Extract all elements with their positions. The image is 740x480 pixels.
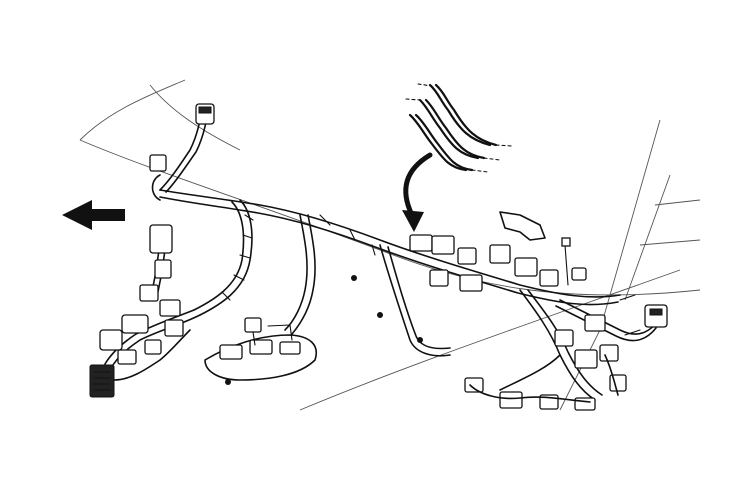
- connector: [429, 269, 449, 287]
- connector: [159, 299, 181, 317]
- connector: [574, 349, 598, 369]
- connector: [457, 247, 477, 265]
- connector: [139, 284, 159, 302]
- connector: [149, 154, 167, 172]
- main-harness-trunk: [159, 189, 621, 401]
- connector: [489, 244, 511, 264]
- connector: [644, 304, 668, 328]
- connector: [584, 314, 606, 332]
- connector: [539, 269, 559, 287]
- connector: [409, 234, 433, 252]
- connector: [499, 391, 523, 409]
- connector: [459, 274, 483, 292]
- connector: [574, 397, 596, 411]
- connector: [571, 267, 587, 281]
- bracket: [499, 211, 546, 241]
- connector: [99, 329, 123, 351]
- connector: [599, 344, 619, 362]
- left-arrow-icon: [62, 200, 125, 230]
- tube-assembly: [405, 83, 513, 173]
- connector: [554, 329, 574, 347]
- connector: [154, 259, 172, 279]
- connector: [144, 339, 162, 355]
- center-right-connectors: [319, 211, 587, 343]
- connector: [464, 377, 484, 393]
- clip: [561, 237, 571, 247]
- left-connector-cluster: [89, 224, 201, 398]
- connector: [164, 319, 184, 337]
- connector: [149, 224, 173, 254]
- connector: [279, 341, 301, 355]
- connector: [249, 339, 273, 355]
- curved-down-arrow-icon: [402, 152, 433, 232]
- connector: [244, 317, 262, 333]
- connector: [219, 344, 243, 360]
- connector: [514, 257, 538, 277]
- connector: [121, 314, 149, 334]
- connector: [431, 235, 455, 255]
- fuse-block: [89, 364, 115, 398]
- connector: [117, 349, 137, 365]
- right-connector-cluster: [464, 294, 668, 411]
- center-connector-plate: [204, 317, 317, 385]
- upper-left-branch: [149, 103, 215, 201]
